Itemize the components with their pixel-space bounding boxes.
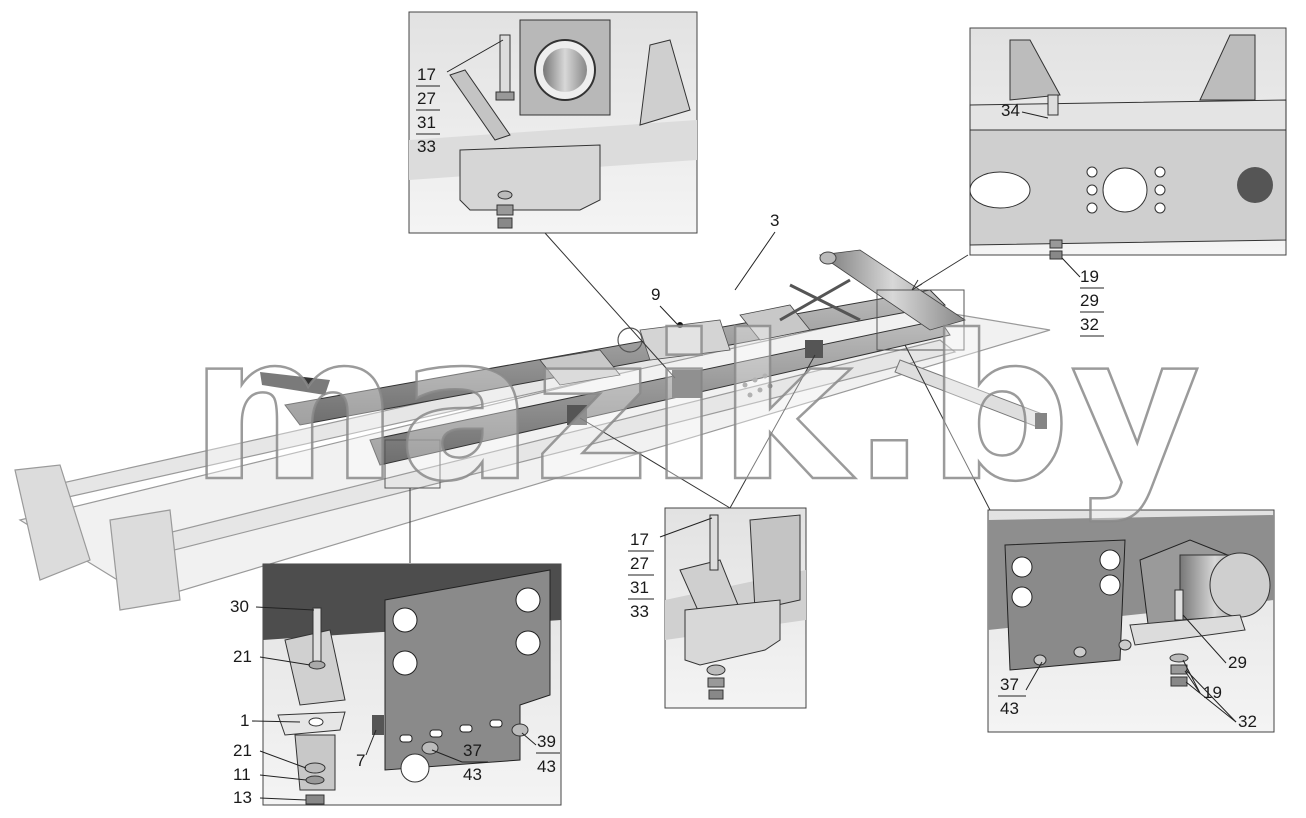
watermark-text: mazik.by <box>190 293 1201 526</box>
label-bl-11: 11 <box>233 765 251 784</box>
inset-top-left: 17 27 31 33 <box>408 11 698 234</box>
label-bl-30: 30 <box>230 597 249 616</box>
label-tl-3: 33 <box>417 137 436 156</box>
label-br-32: 32 <box>1238 712 1257 731</box>
inset-leader-lines <box>409 232 991 563</box>
label-bl-39: 39 <box>537 732 556 751</box>
inset-top-right: 34 19 29 32 <box>969 27 1287 337</box>
label-br-37: 37 <box>1000 675 1019 694</box>
label-bl-43a: 43 <box>463 765 482 784</box>
label-bl-1: 1 <box>240 711 249 730</box>
label-tr-2: 32 <box>1080 315 1099 334</box>
label-bl-37: 37 <box>463 741 482 760</box>
label-tr-0: 19 <box>1080 267 1099 286</box>
label-bl-21b: 21 <box>233 741 252 760</box>
label-br-29: 29 <box>1228 653 1247 672</box>
inset-bottom-center: 17 27 31 33 <box>628 507 807 709</box>
label-bc-0: 17 <box>630 530 649 549</box>
subframe-part-3 <box>260 249 1047 489</box>
main-callouts: 3 9 <box>651 211 779 326</box>
label-tl-0: 17 <box>417 65 436 84</box>
label-bl-13: 13 <box>233 788 252 807</box>
label-tr-34: 34 <box>1001 101 1020 120</box>
label-tl-2: 31 <box>417 113 436 132</box>
label-bc-2: 31 <box>630 578 649 597</box>
label-br-19: 19 <box>1203 683 1222 702</box>
label-tl-1: 27 <box>417 89 436 108</box>
inset-bottom-right: 37 43 29 19 32 <box>987 509 1275 733</box>
label-bc-1: 27 <box>630 554 649 573</box>
label-tr-1: 29 <box>1080 291 1099 310</box>
label-bl-7: 7 <box>356 751 365 770</box>
label-frame: 3 <box>770 211 779 230</box>
label-bl-43b: 43 <box>537 757 556 776</box>
inset-bottom-left: 30 21 1 21 11 13 7 37 43 39 43 <box>230 563 562 807</box>
label-br-43: 43 <box>1000 699 1019 718</box>
label-panel: 9 <box>651 285 660 304</box>
label-bc-3: 33 <box>630 602 649 621</box>
label-bl-21a: 21 <box>233 647 252 666</box>
